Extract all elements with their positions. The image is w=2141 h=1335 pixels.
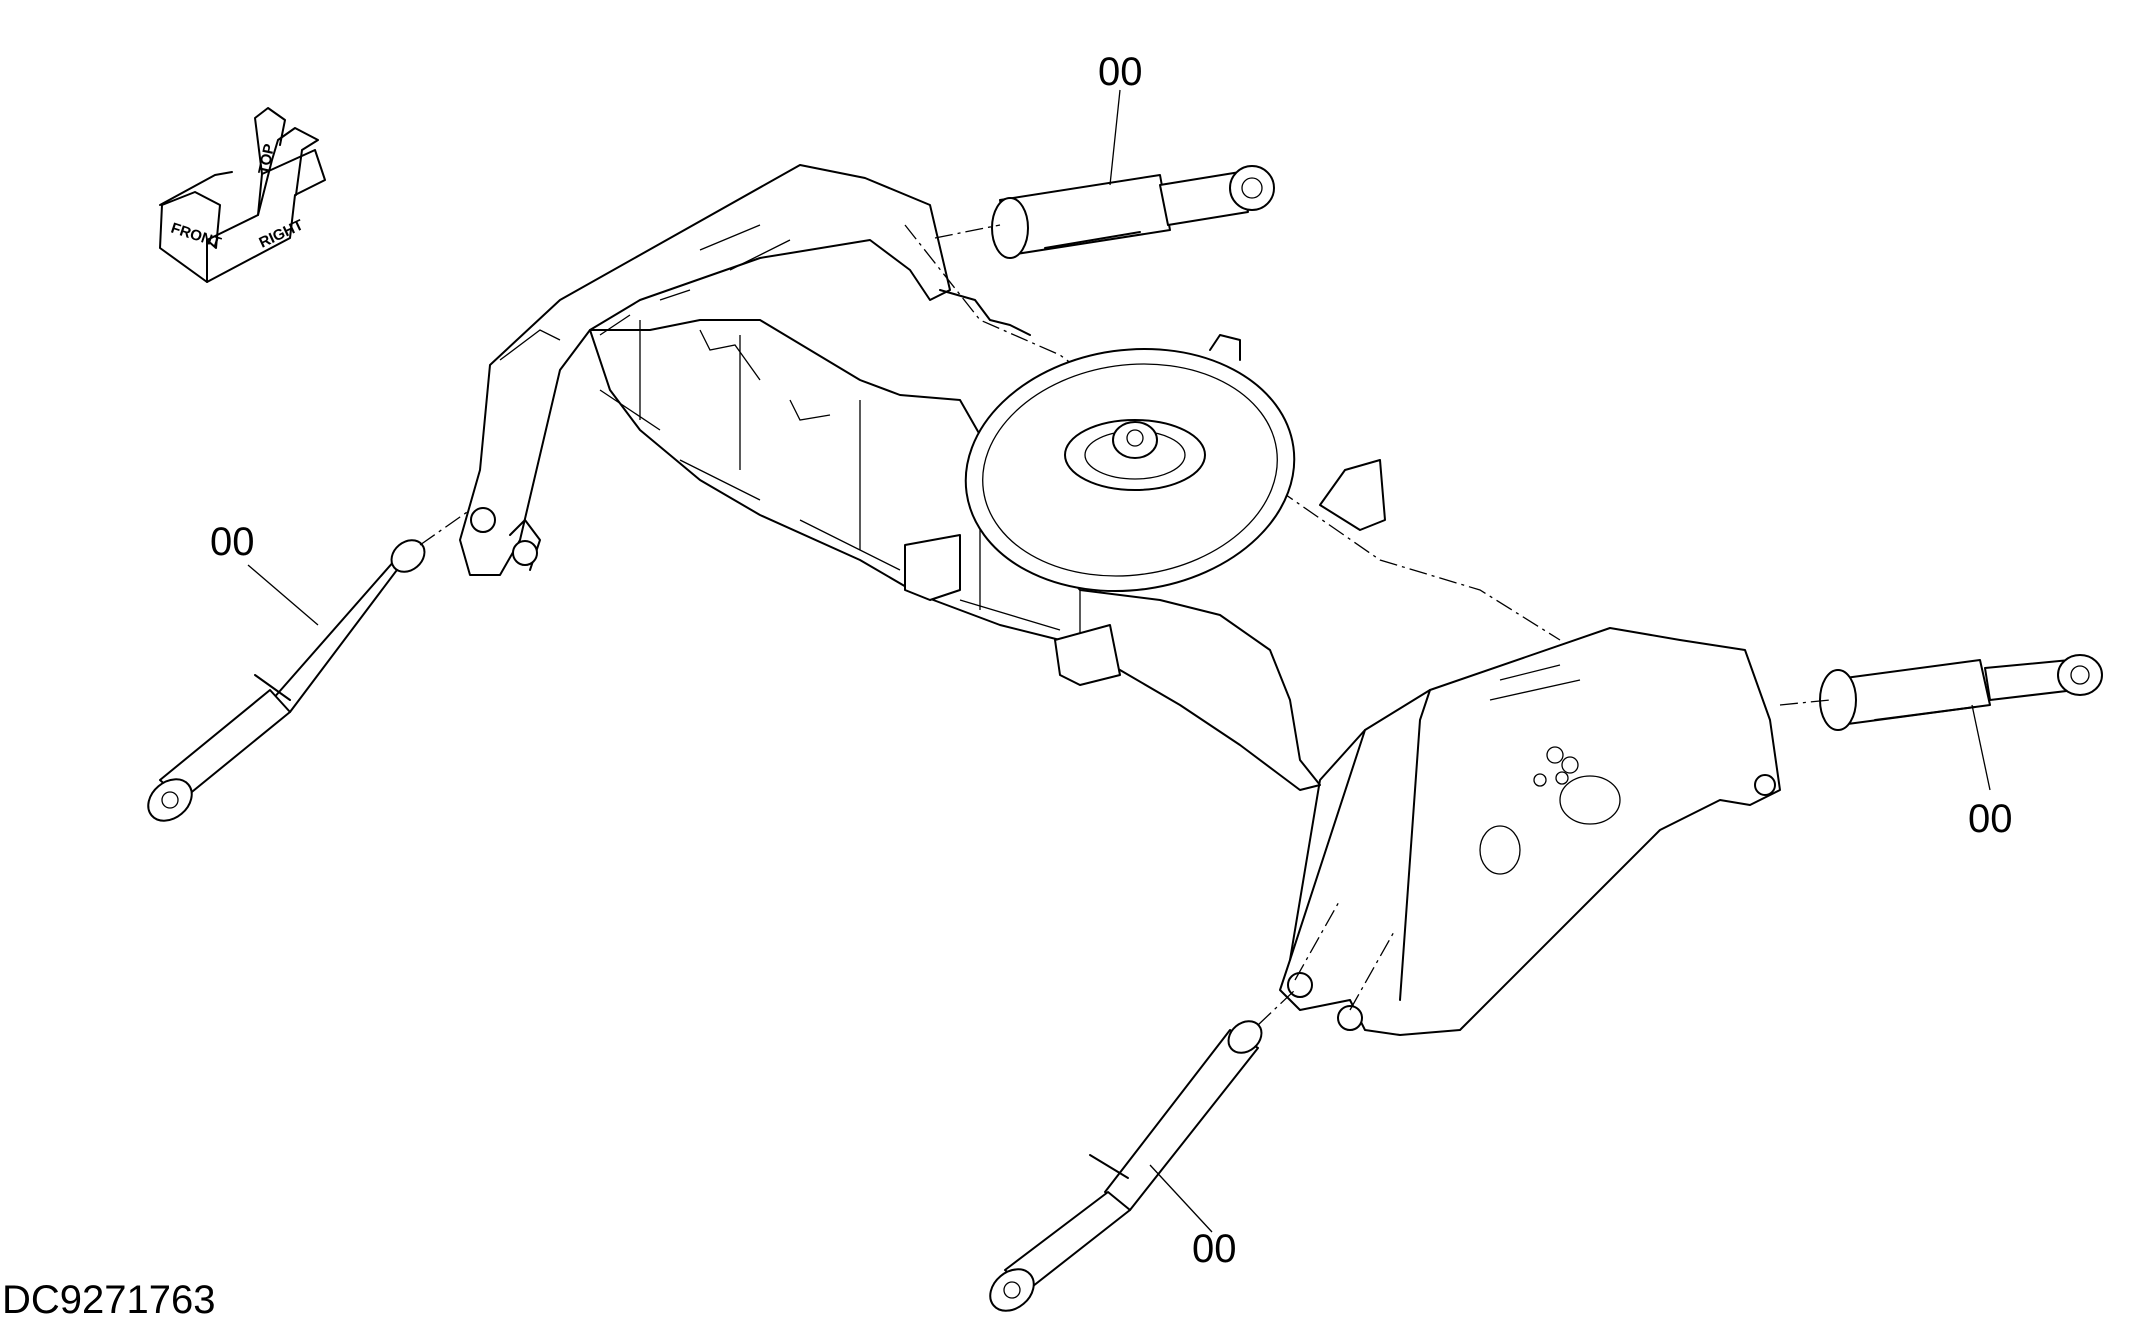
callout-left: 00	[210, 520, 255, 564]
callout-top-right: 00	[1098, 50, 1143, 94]
callout-bottom: 00	[1192, 1227, 1237, 1271]
top-label: TOP	[255, 142, 278, 175]
drawing-id: DC9271763	[2, 1278, 216, 1322]
cylinder-top-right	[934, 165, 1275, 259]
right-outrigger-arm	[1279, 627, 1781, 1036]
cylinder-left	[147, 509, 471, 822]
cylinder-bottom	[989, 989, 1296, 1312]
front-label: FRONT	[169, 220, 223, 252]
main-frame	[459, 164, 1561, 791]
callout-right: 00	[1968, 797, 2013, 841]
orientation-indicator: FRONT TOP RIGHT	[159, 107, 326, 283]
cylinder-right	[1779, 654, 2103, 731]
right-label: RIGHT	[257, 216, 306, 251]
callout-leaders	[247, 89, 1991, 1233]
